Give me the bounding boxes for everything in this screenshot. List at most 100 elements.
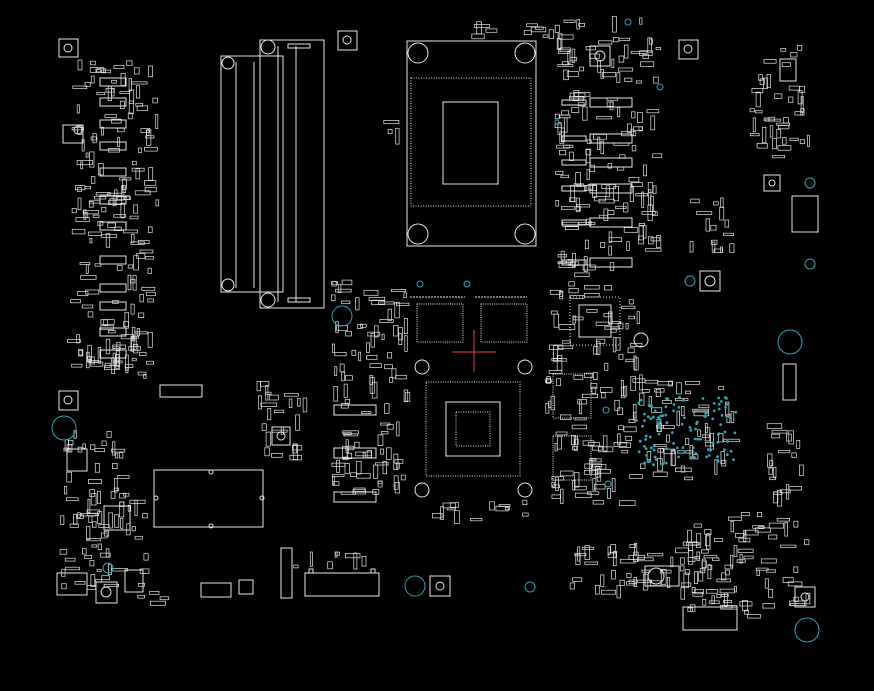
via bbox=[657, 417, 661, 421]
cpu-socket[interactable] bbox=[406, 40, 537, 247]
smd-part bbox=[103, 530, 110, 537]
smd-part bbox=[648, 396, 652, 408]
smd-part bbox=[654, 388, 665, 393]
via bbox=[635, 419, 638, 422]
smd-part bbox=[112, 463, 118, 469]
smd-part bbox=[607, 546, 611, 555]
smd-part bbox=[755, 527, 771, 533]
smd-part bbox=[769, 125, 774, 138]
smd-part bbox=[684, 476, 693, 481]
smd-part bbox=[698, 404, 710, 409]
via bbox=[681, 446, 685, 450]
smd-part bbox=[431, 513, 443, 519]
smd-part bbox=[584, 463, 593, 469]
smd-part bbox=[105, 338, 111, 355]
memory-chips-top[interactable] bbox=[410, 296, 528, 343]
smd-part bbox=[710, 224, 717, 231]
smd-part bbox=[101, 206, 107, 213]
smd-part bbox=[83, 209, 87, 220]
via bbox=[672, 403, 676, 406]
smd-part bbox=[630, 50, 648, 54]
smd-part bbox=[589, 53, 600, 59]
smd-part bbox=[747, 614, 761, 619]
smd-part bbox=[81, 139, 85, 152]
heatsink-pad[interactable] bbox=[153, 469, 265, 529]
via bbox=[637, 401, 641, 405]
smd-part bbox=[570, 185, 575, 202]
smd-part bbox=[725, 569, 730, 576]
smd-part bbox=[754, 110, 763, 114]
smd-part bbox=[135, 168, 140, 180]
smd-part bbox=[88, 201, 94, 208]
mounting-pads bbox=[56, 30, 819, 608]
smd-part bbox=[589, 164, 595, 173]
smd-part bbox=[63, 447, 71, 452]
via bbox=[717, 432, 721, 436]
smd-part bbox=[611, 478, 616, 492]
smd-part bbox=[626, 581, 636, 586]
smd-part bbox=[707, 564, 713, 570]
smd-part bbox=[758, 74, 763, 81]
via bbox=[701, 397, 705, 400]
via bbox=[706, 448, 710, 451]
smd-part bbox=[738, 537, 751, 543]
memory-chips-right[interactable] bbox=[552, 373, 592, 481]
smd-part bbox=[332, 481, 340, 486]
smd-part bbox=[76, 104, 80, 114]
dimm-slot-b[interactable] bbox=[259, 39, 325, 309]
smd-part bbox=[147, 65, 153, 78]
smd-part bbox=[389, 376, 394, 383]
smd-part bbox=[101, 126, 104, 136]
via bbox=[694, 409, 698, 412]
bottom-right-connector[interactable] bbox=[644, 565, 738, 631]
smd-part bbox=[780, 48, 787, 52]
smd-part bbox=[647, 552, 664, 557]
smd-part bbox=[114, 487, 120, 491]
smd-part bbox=[396, 421, 400, 437]
smd-part bbox=[67, 339, 81, 343]
chipset-bga[interactable] bbox=[414, 359, 533, 498]
smd-part bbox=[585, 149, 591, 164]
smd-part bbox=[710, 239, 718, 245]
smd-part bbox=[548, 400, 552, 408]
smd-part bbox=[680, 557, 685, 565]
smd-part bbox=[569, 92, 586, 99]
smd-part bbox=[84, 81, 91, 87]
smd-part bbox=[633, 551, 639, 563]
smd-part bbox=[136, 253, 146, 259]
via bbox=[647, 415, 650, 419]
smd-part bbox=[569, 582, 575, 590]
smd-part bbox=[730, 554, 734, 568]
smd-part bbox=[119, 177, 132, 181]
smd-part bbox=[573, 375, 584, 380]
smd-part bbox=[688, 542, 693, 551]
smd-part bbox=[85, 289, 100, 295]
smd-part bbox=[611, 570, 616, 580]
smd-part bbox=[720, 605, 733, 610]
smd-part bbox=[657, 458, 663, 472]
smd-part bbox=[647, 37, 652, 53]
via bbox=[717, 402, 721, 406]
smd-part bbox=[655, 388, 661, 398]
via bbox=[637, 450, 641, 454]
smd-part bbox=[619, 558, 636, 564]
smd-part bbox=[542, 34, 549, 38]
smd-part bbox=[111, 88, 115, 97]
smd-part bbox=[636, 557, 654, 562]
smd-part bbox=[127, 274, 132, 291]
smd-part bbox=[723, 438, 740, 442]
smd-part bbox=[712, 557, 720, 561]
smd-part bbox=[604, 326, 620, 330]
smd-part bbox=[556, 354, 563, 371]
via bbox=[653, 455, 657, 459]
smd-part bbox=[558, 34, 574, 40]
smd-part bbox=[624, 77, 633, 82]
smd-part bbox=[788, 430, 794, 445]
bottom-connector[interactable] bbox=[280, 547, 380, 599]
smd-part bbox=[94, 463, 100, 473]
smd-part bbox=[552, 484, 560, 489]
smd-part bbox=[690, 604, 696, 612]
smd-part bbox=[739, 553, 743, 564]
dimm-slot-a[interactable] bbox=[220, 55, 284, 293]
